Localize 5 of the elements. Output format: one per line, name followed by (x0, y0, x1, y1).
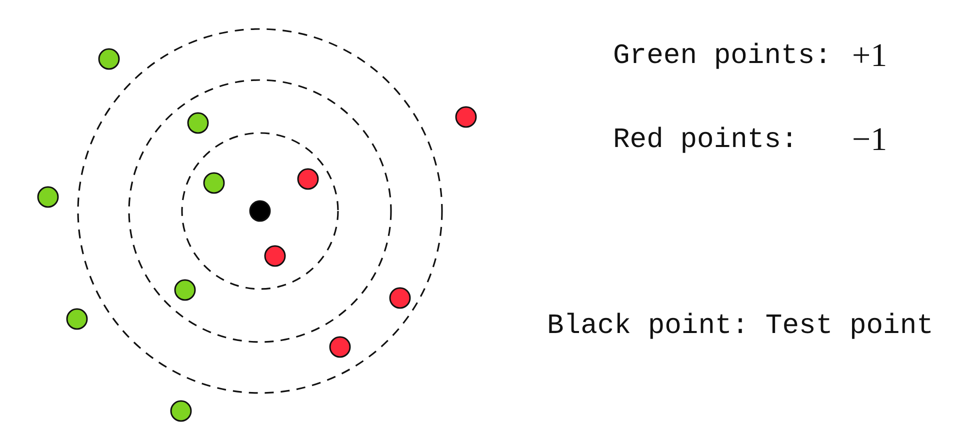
class-value: −1 (852, 124, 888, 156)
class-label: Red points: (613, 125, 798, 157)
class-label: Green points: (613, 41, 832, 73)
class-value: +1 (852, 40, 888, 72)
test-point-label: Black point: Test point (547, 311, 934, 343)
